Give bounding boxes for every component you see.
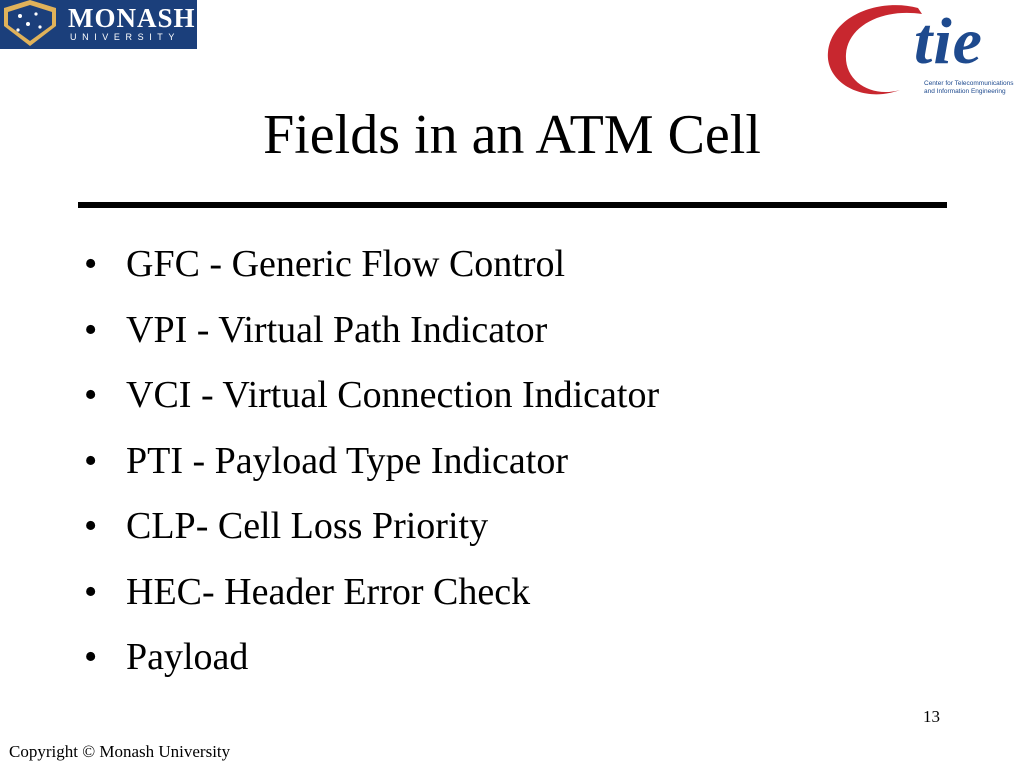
bullet-item: • VPI - Virtual Path Indicator	[84, 298, 659, 364]
bullet-marker: •	[84, 439, 98, 482]
slide-title: Fields in an ATM Cell	[263, 104, 761, 166]
bullet-list: • GFC - Generic Flow Control • VPI - Vir…	[84, 232, 659, 691]
ctie-subtitle-line-2: and Information Engineering	[924, 88, 1006, 95]
title-underline-rule	[78, 202, 947, 208]
bullet-marker: •	[84, 308, 98, 351]
bullet-marker: •	[84, 243, 98, 285]
bullet-text: GFC - Generic Flow Control	[126, 243, 566, 285]
bullet-text: HEC- Header Error Check	[126, 570, 531, 613]
bullet-item: • Payload	[84, 625, 659, 691]
bullet-item: • GFC - Generic Flow Control	[84, 232, 659, 298]
bullet-marker: •	[84, 374, 98, 416]
bullet-text: Payload	[126, 636, 249, 678]
bullet-item: • PTI - Payload Type Indicator	[84, 429, 659, 495]
monash-university-logo: MONASH UNIVERSITY	[0, 0, 197, 49]
bullet-item: • VCI - Virtual Connection Indicator	[84, 363, 659, 429]
bullet-item: • HEC- Header Error Check	[84, 560, 659, 626]
bullet-marker: •	[84, 636, 98, 678]
bullet-text: VPI - Virtual Path Indicator	[126, 308, 548, 351]
bullet-marker: •	[84, 570, 98, 613]
monash-shield-icon	[0, 0, 58, 49]
bullet-text: PTI - Payload Type Indicator	[126, 439, 568, 482]
bullet-marker: •	[84, 505, 98, 547]
bullet-text: VCI - Virtual Connection Indicator	[126, 374, 660, 416]
ctie-logo: tie Center for Telecommunications and In…	[822, 0, 1024, 104]
ctie-logo-subtitle: Center for Telecommunications and Inform…	[924, 80, 1024, 96]
page-number: 13	[923, 707, 940, 726]
bullet-item: • CLP- Cell Loss Priority	[84, 494, 659, 560]
ctie-logo-wordmark: tie	[914, 5, 983, 78]
monash-logo-wordmark: MONASH	[68, 3, 196, 33]
ctie-subtitle-line-1: Center for Telecommunications	[924, 80, 1014, 87]
monash-logo-subtitle: UNIVERSITY	[70, 32, 181, 42]
ctie-c-swoosh-icon	[827, 5, 922, 95]
copyright-notice: Copyright © Monash University	[9, 742, 231, 761]
bullet-text: CLP- Cell Loss Priority	[126, 505, 489, 547]
